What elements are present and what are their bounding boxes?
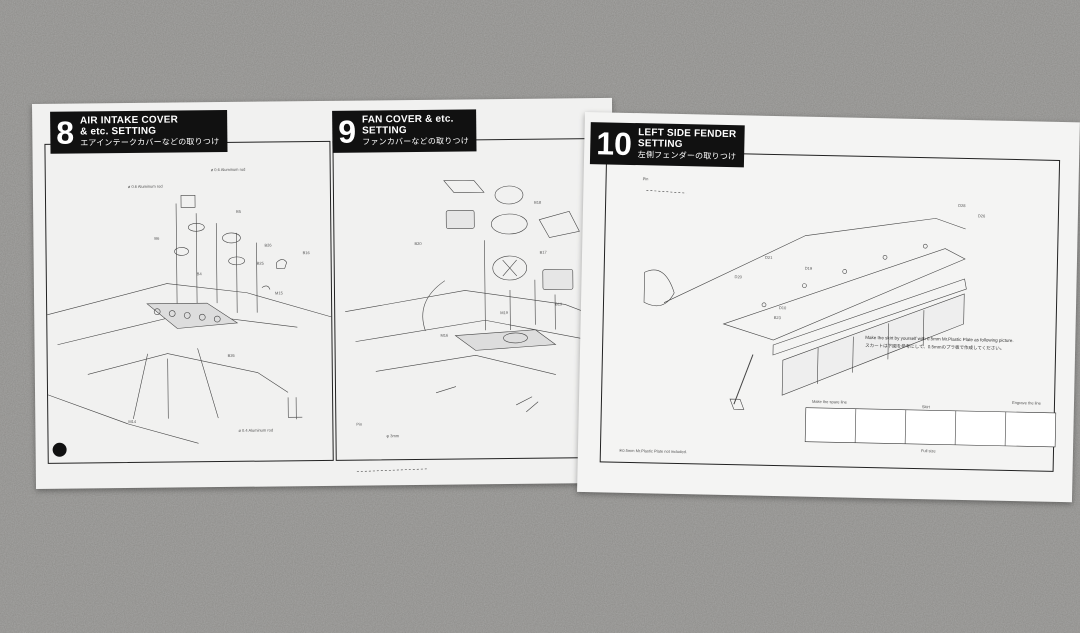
step-9-label: M16 (440, 332, 449, 338)
step-8-label: ø 0.6 Aluminum rod (210, 166, 246, 173)
step-10-label: B23 (773, 314, 781, 321)
step-9-title-line1: FAN COVER & etc. (361, 113, 454, 126)
step-10-label: D20 (734, 274, 742, 280)
skirt-label-left: Make the spare line (811, 398, 847, 405)
step-9-header: 9 FAN COVER & etc. SETTING ファンカバーなどの取りつけ (332, 109, 478, 153)
step-8-diagram (47, 194, 332, 444)
instruction-sheet-right: Pin D28 D26 D21 D20 D19 D10 B23 Make the… (577, 112, 1080, 503)
step-8-title-line2: & etc. SETTING (80, 125, 157, 138)
step-10-title-jp: 左側フェンダーの取りつけ (637, 150, 737, 162)
step-10-label: D21 (764, 254, 773, 260)
step-9-label: B17 (539, 249, 547, 255)
step-9-label: φ 3mm (386, 433, 400, 439)
step-10-number: 10 (595, 125, 633, 162)
step-10-label: D19 (804, 265, 813, 271)
step-8-label: B26 (264, 242, 272, 248)
step-10-header: 10 LEFT SIDE FENDER SETTING 左側フェンダーの取りつけ (589, 122, 745, 168)
step-9-label: B20 (414, 240, 422, 247)
step-8-label: B25 (256, 260, 264, 266)
skirt-label-bottom: Full size (920, 448, 936, 454)
skirt-label-center: Skirt (921, 404, 930, 410)
step-8-label: B26 (227, 352, 235, 358)
skirt-label-right: Engrave the line (1011, 400, 1041, 406)
step-8-label: ø 0.4 Aluminum rod (238, 427, 274, 433)
step-8-label: M14 (128, 418, 137, 425)
step-9-panel: B18 B17 B19 B20 M16 M19 Pin φ 3mm (332, 138, 606, 472)
step-8-header: 8 AIR INTAKE COVER & etc. SETTING エアインテー… (50, 109, 228, 154)
step-8-label: B4 (196, 271, 202, 277)
step-8-label: B6 (154, 235, 160, 241)
instruction-sheet-left: ø 0.6 Aluminum rod ø 0.6 Aluminum rod B5… (32, 97, 616, 489)
step-9-label: B19 (555, 301, 563, 307)
step-8-label: B5 (236, 208, 242, 214)
step-9-label: Pin (356, 421, 363, 427)
step-9-label: B18 (534, 199, 542, 205)
page-corner-dot (52, 442, 67, 457)
step-9-title-line2: SETTING (362, 125, 407, 137)
step-8-title-line1: AIR INTAKE COVER (79, 114, 179, 127)
step-10-label: Pin (642, 176, 649, 182)
step-9-diagram (345, 180, 604, 472)
step-8-label: ø 0.6 Aluminum rod (127, 183, 163, 190)
step-8-panel: ø 0.6 Aluminum rod ø 0.6 Aluminum rod B5… (44, 140, 334, 464)
step-10-title-line2: SETTING (637, 138, 683, 151)
step-10-label: D26 (977, 213, 986, 219)
step-8-label: B16 (302, 250, 310, 256)
step-8-title-jp: エアインテークカバーなどの取りつけ (80, 137, 220, 148)
step-9-number: 9 (338, 113, 357, 150)
step-10-label: D10 (778, 305, 787, 311)
step-9-label: M19 (500, 310, 509, 316)
step-10-label: D28 (958, 202, 966, 208)
step-10-diagram (643, 190, 1057, 448)
step-8-label: M15 (274, 290, 283, 296)
step-10-panel: Pin D28 D26 D21 D20 D19 D10 B23 Make the… (599, 150, 1061, 472)
step-9-title-jp: ファンカバーなどの取りつけ (362, 136, 469, 147)
step-8-number: 8 (56, 114, 75, 151)
